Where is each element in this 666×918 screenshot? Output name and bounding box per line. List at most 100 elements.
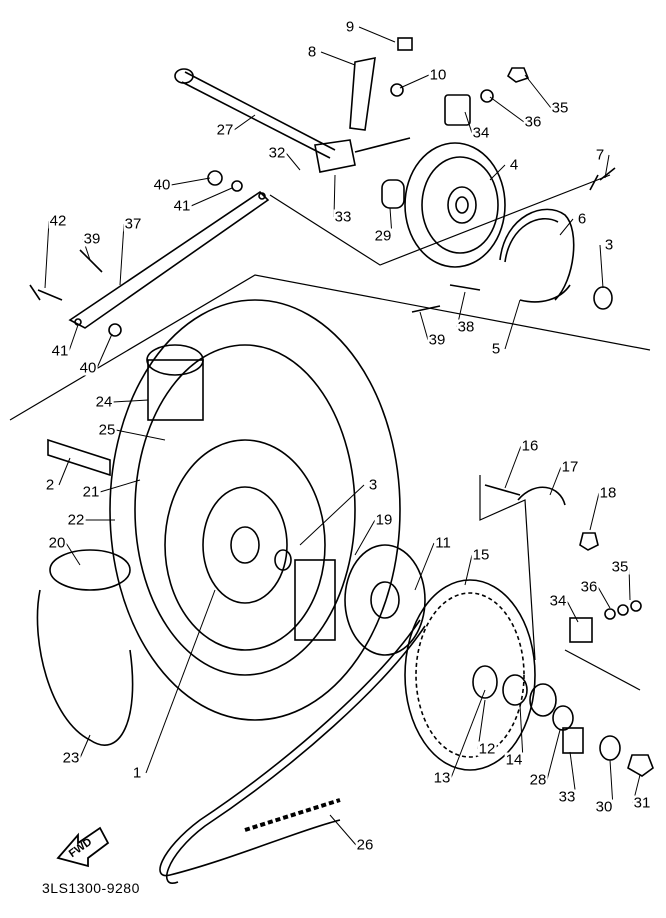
rear-rim-and-spokes (164, 439, 326, 651)
leader-line-5 (504, 299, 521, 350)
callout-41: 41 (50, 342, 70, 360)
callout-36: 36 (579, 578, 599, 596)
callout-8: 8 (306, 43, 318, 61)
leader-line-18 (589, 492, 600, 531)
callout-39: 39 (82, 230, 102, 248)
leader-line-40 (170, 177, 211, 186)
callout-31: 31 (632, 794, 652, 812)
leader-line-20 (65, 542, 81, 566)
callout-39: 39 (427, 331, 447, 349)
bearings-and-collars (502, 674, 654, 777)
callout-28: 28 (528, 771, 548, 789)
callout-34: 34 (548, 592, 568, 610)
callout-7: 7 (594, 146, 606, 164)
leader-line-27 (233, 114, 256, 131)
callout-33: 33 (557, 788, 577, 806)
rear-tire (36, 299, 401, 746)
leader-line-9 (358, 26, 396, 43)
callout-25: 25 (97, 421, 117, 439)
small-hardware (29, 37, 642, 643)
leader-line-30 (609, 759, 614, 808)
callout-3: 3 (603, 236, 615, 254)
callout-3: 3 (367, 476, 379, 494)
callout-34: 34 (471, 124, 491, 142)
forward-arrow-icon (56, 826, 110, 868)
rear-sprocket (404, 579, 536, 771)
callout-20: 20 (47, 534, 67, 552)
callout-32: 32 (267, 144, 287, 162)
callout-9: 9 (344, 18, 356, 36)
tension-bar (68, 190, 270, 329)
leader-line-39 (419, 311, 429, 341)
leader-line-13 (450, 689, 486, 779)
clutch-hub-and-dampers (294, 544, 426, 656)
leader-line-40 (96, 333, 113, 369)
callout-4: 4 (508, 156, 520, 174)
callout-13: 13 (432, 769, 452, 787)
spacers-and-collars (47, 344, 204, 477)
callout-1: 1 (131, 764, 143, 782)
callout-26: 26 (355, 836, 375, 854)
callout-10: 10 (428, 66, 448, 84)
brake-shoe-plate (404, 142, 506, 268)
leader-line-15 (464, 554, 473, 586)
callout-19: 19 (374, 511, 394, 529)
callout-16: 16 (520, 437, 540, 455)
brake-shoes (499, 208, 613, 310)
leader-line-3 (299, 484, 365, 546)
callout-22: 22 (66, 511, 86, 529)
leader-line-19 (354, 519, 376, 556)
callout-21: 21 (81, 483, 101, 501)
leader-line-24 (112, 399, 149, 403)
callout-30: 30 (594, 798, 614, 816)
callout-11: 11 (434, 534, 452, 552)
leader-line-35 (524, 74, 552, 109)
leader-line-32 (285, 152, 301, 171)
callout-15: 15 (471, 546, 491, 564)
callout-36: 36 (523, 113, 543, 131)
callout-5: 5 (490, 340, 502, 358)
leader-line-7 (604, 154, 610, 179)
leader-line-36 (597, 586, 611, 609)
leader-line-17 (549, 466, 562, 496)
callout-33: 33 (333, 208, 353, 226)
leader-line-1 (145, 589, 216, 774)
callout-42: 42 (48, 212, 68, 230)
leader-line-36 (489, 96, 525, 123)
callout-2: 2 (44, 476, 56, 494)
callout-29: 29 (373, 227, 393, 245)
leader-line-25 (115, 429, 166, 441)
rear-axle (174, 68, 336, 159)
leader-line-28 (546, 729, 561, 781)
leader-line-14 (519, 704, 524, 761)
leader-line-12 (477, 699, 486, 750)
callout-12: 12 (477, 740, 497, 758)
leader-line-6 (559, 218, 574, 236)
callout-18: 18 (598, 484, 618, 502)
leader-line-34 (464, 111, 473, 134)
leader-line-4 (489, 164, 506, 181)
leader-line-2 (58, 457, 71, 486)
callout-35: 35 (550, 99, 570, 117)
callout-40: 40 (152, 176, 172, 194)
leader-line-34 (566, 600, 579, 623)
callout-14: 14 (504, 751, 524, 769)
callout-27: 27 (215, 121, 235, 139)
callout-17: 17 (560, 458, 580, 476)
callout-41: 41 (172, 197, 192, 215)
callout-23: 23 (61, 749, 81, 767)
drive-chain (159, 619, 426, 884)
leader-line-16 (504, 445, 522, 489)
leader-line-42 (44, 220, 50, 289)
leader-line-23 (79, 734, 91, 759)
leader-line-26 (329, 814, 357, 846)
leader-line-41 (190, 187, 233, 207)
callout-38: 38 (456, 318, 476, 336)
leader-line-11 (414, 542, 435, 591)
callout-40: 40 (78, 359, 98, 377)
callout-6: 6 (576, 210, 588, 228)
leader-line-37 (119, 223, 125, 286)
leader-line-8 (320, 51, 356, 66)
